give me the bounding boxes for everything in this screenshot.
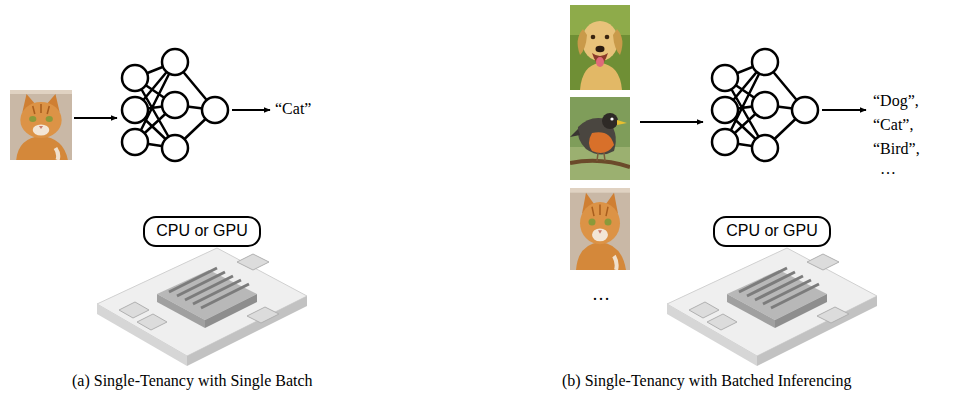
hardware-board (97, 248, 307, 366)
output-label: “Dog”, (873, 92, 919, 110)
input-arrow (74, 117, 117, 119)
box-label: CPU or GPU (726, 222, 818, 240)
output-label: “Cat” (275, 100, 311, 118)
output-arrow (232, 109, 270, 111)
bird-photo (570, 97, 630, 180)
cat-photo (10, 90, 72, 160)
dog-photo (570, 5, 630, 90)
neural-network (122, 49, 228, 161)
hardware-box: CPU or GPU (143, 216, 261, 247)
hardware-board (667, 248, 877, 366)
neural-network (712, 49, 818, 161)
output-arrow (822, 109, 866, 111)
subfigure-caption: (a) Single-Tenancy with Single Batch (72, 372, 313, 390)
hardware-box: CPU or GPU (713, 216, 831, 247)
subfigure-caption: (b) Single-Tenancy with Batched Inferenc… (562, 372, 851, 390)
ellipsis: … (880, 160, 896, 178)
box-label: CPU or GPU (156, 222, 248, 240)
output-label: “Bird”, (873, 140, 920, 158)
input-arrow (640, 121, 703, 123)
output-label: “Cat”, (873, 116, 913, 134)
cat-photo (570, 188, 630, 270)
ellipsis: … (592, 284, 610, 305)
